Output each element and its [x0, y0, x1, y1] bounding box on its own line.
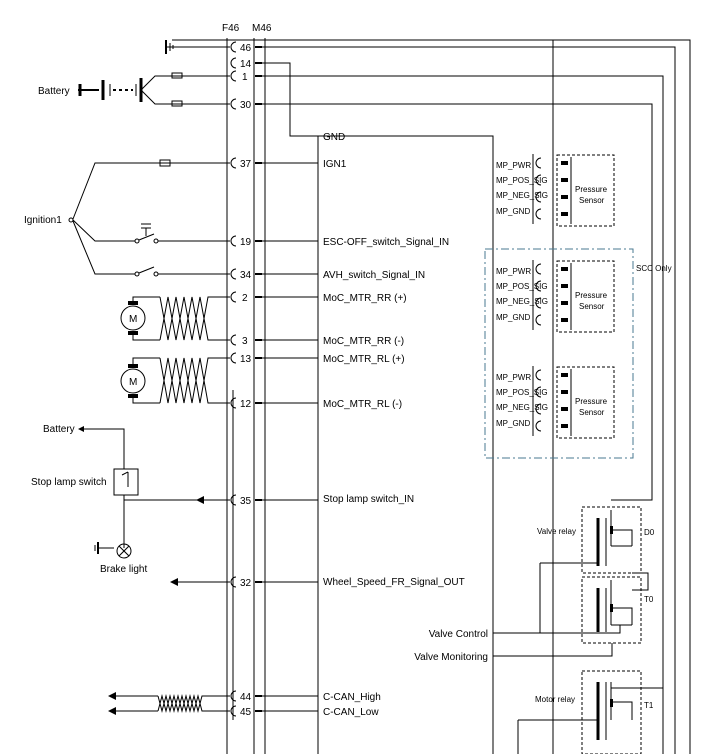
can-bus-wiring: [108, 692, 230, 715]
s1-label-1: Pressure: [575, 185, 608, 194]
pin-3-number: 3: [242, 336, 248, 347]
s3-label-2: Sensor: [579, 408, 605, 417]
t0-relay-icon: [581, 572, 649, 644]
top-bus-wires: [172, 39, 691, 754]
stop-lamp-wiring: [78, 426, 230, 559]
connector-m46-label: M46: [252, 23, 272, 34]
s2-mp-pwr: MP_PWR: [496, 267, 531, 276]
t0-label: T0: [644, 595, 654, 604]
s3-mp-gnd: MP_GND: [496, 419, 530, 428]
pin-30-number: 30: [240, 100, 252, 111]
pin-45-number: 45: [240, 707, 252, 718]
s2-label-2: Sensor: [579, 302, 605, 311]
motor-rr-symbol: M: [129, 314, 137, 325]
pressure-sensor-2: [532, 260, 615, 333]
s3-label-1: Pressure: [575, 397, 608, 406]
pin-32-number: 32: [240, 578, 252, 589]
motor-rr-icon: [120, 296, 230, 341]
s2-mp-gnd: MP_GND: [496, 313, 530, 322]
pressure-sensor-3: [532, 366, 615, 439]
d0-label: D0: [644, 528, 655, 537]
ground-icon: [165, 40, 230, 54]
s1-mp-pos: MP_POS_SIG: [496, 176, 548, 185]
s1-mp-gnd: MP_GND: [496, 207, 530, 216]
avh-label: AVH_switch_Signal_IN: [323, 270, 425, 281]
stop-lamp-switch-label: Stop lamp switch: [31, 477, 107, 488]
wheel-speed-wire: [170, 578, 230, 586]
motor-relay-icon: [517, 670, 663, 754]
s1-mp-neg: MP_NEG_SIG: [496, 191, 548, 200]
motor-rl-icon: [120, 357, 230, 404]
battery-icon: [78, 72, 230, 107]
valve-monitoring-label: Valve Monitoring: [414, 652, 488, 663]
gnd-label: GND: [323, 132, 345, 143]
battery-label: Battery: [38, 86, 70, 97]
moc-rl-neg-label: MoC_MTR_RL (-): [323, 399, 402, 410]
s2-mp-neg: MP_NEG_SIG: [496, 297, 548, 306]
valve-control-label: Valve Control: [429, 629, 488, 640]
ecu-signal-wires: [232, 136, 319, 754]
motor-relay-label: Motor relay: [535, 695, 575, 704]
moc-rl-pos-label: MoC_MTR_RL (+): [323, 354, 405, 365]
valve-control-wires: [493, 563, 621, 657]
pin-44-number: 44: [240, 692, 252, 703]
connector-pins: [230, 41, 262, 717]
valve-relay-label: Valve relay: [537, 527, 576, 536]
esc-off-label: ESC-OFF_switch_Signal_IN: [323, 237, 449, 248]
battery-stop-label: Battery: [43, 424, 75, 435]
pin-12-number: 12: [240, 399, 252, 410]
scc-only-label: SCC Only: [636, 264, 672, 273]
scc-only-region: [484, 248, 634, 459]
ignition-switch-wiring: [68, 159, 230, 277]
s1-label-2: Sensor: [579, 196, 605, 205]
pin-34-number: 34: [240, 270, 252, 281]
pin-13-number: 13: [240, 354, 252, 365]
ignition-label: Ignition1: [24, 215, 62, 226]
stop-lamp-in-label: Stop lamp switch_IN: [323, 494, 414, 505]
ign1-label: IGN1: [323, 159, 347, 170]
pressure-sensor-1: [532, 154, 615, 227]
wheel-speed-label: Wheel_Speed_FR_Signal_OUT: [323, 577, 465, 588]
brake-light-label: Brake light: [100, 564, 147, 575]
s2-label-1: Pressure: [575, 291, 608, 300]
s1-mp-pwr: MP_PWR: [496, 161, 531, 170]
moc-rr-pos-label: MoC_MTR_RR (+): [323, 293, 407, 304]
pin-37-number: 37: [240, 159, 252, 170]
can-high-label: C-CAN_High: [323, 692, 381, 703]
pin-1-number: 1: [242, 72, 248, 83]
s3-mp-pos: MP_POS_SIG: [496, 388, 548, 397]
s3-mp-neg: MP_NEG_SIG: [496, 403, 548, 412]
s3-mp-pwr: MP_PWR: [496, 373, 531, 382]
pin-2-number: 2: [242, 293, 248, 304]
pin-35-number: 35: [240, 496, 252, 507]
pin-14-number: 14: [240, 59, 252, 70]
valve-relay-icon: [540, 506, 642, 574]
s2-mp-pos: MP_POS_SIG: [496, 282, 548, 291]
connector-bodies: [226, 38, 266, 754]
moc-rr-neg-label: MoC_MTR_RR (-): [323, 336, 404, 347]
pin-19-number: 19: [240, 237, 252, 248]
connector-f46-label: F46: [222, 23, 240, 34]
motor-rl-symbol: M: [129, 377, 137, 388]
t1-label: T1: [644, 701, 654, 710]
can-low-label: C-CAN_Low: [323, 707, 379, 718]
pin-46-number: 46: [240, 43, 252, 54]
